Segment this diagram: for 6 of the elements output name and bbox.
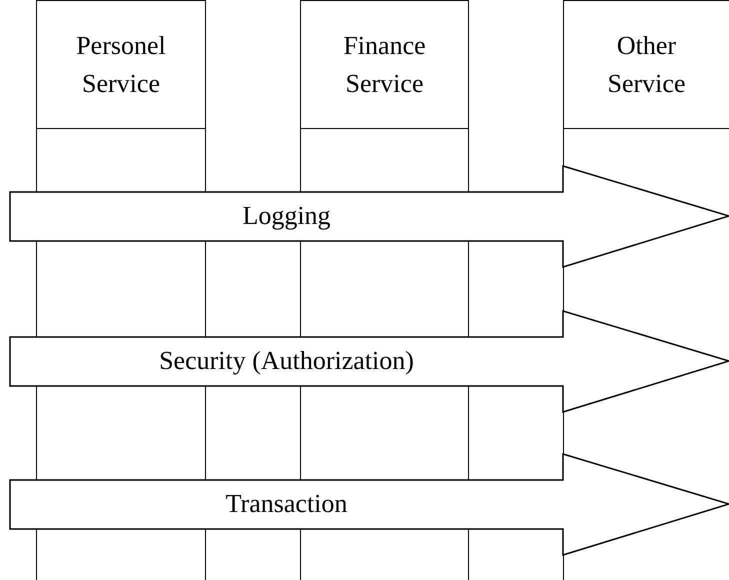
service-name: Other Service: [606, 30, 686, 100]
band-label: Logging: [241, 201, 332, 231]
band-label: Security (Authorization): [158, 346, 415, 376]
service-name: Personel Service: [75, 30, 167, 100]
band-label: Transaction: [224, 489, 348, 519]
service-name: Finance Service: [342, 30, 427, 100]
